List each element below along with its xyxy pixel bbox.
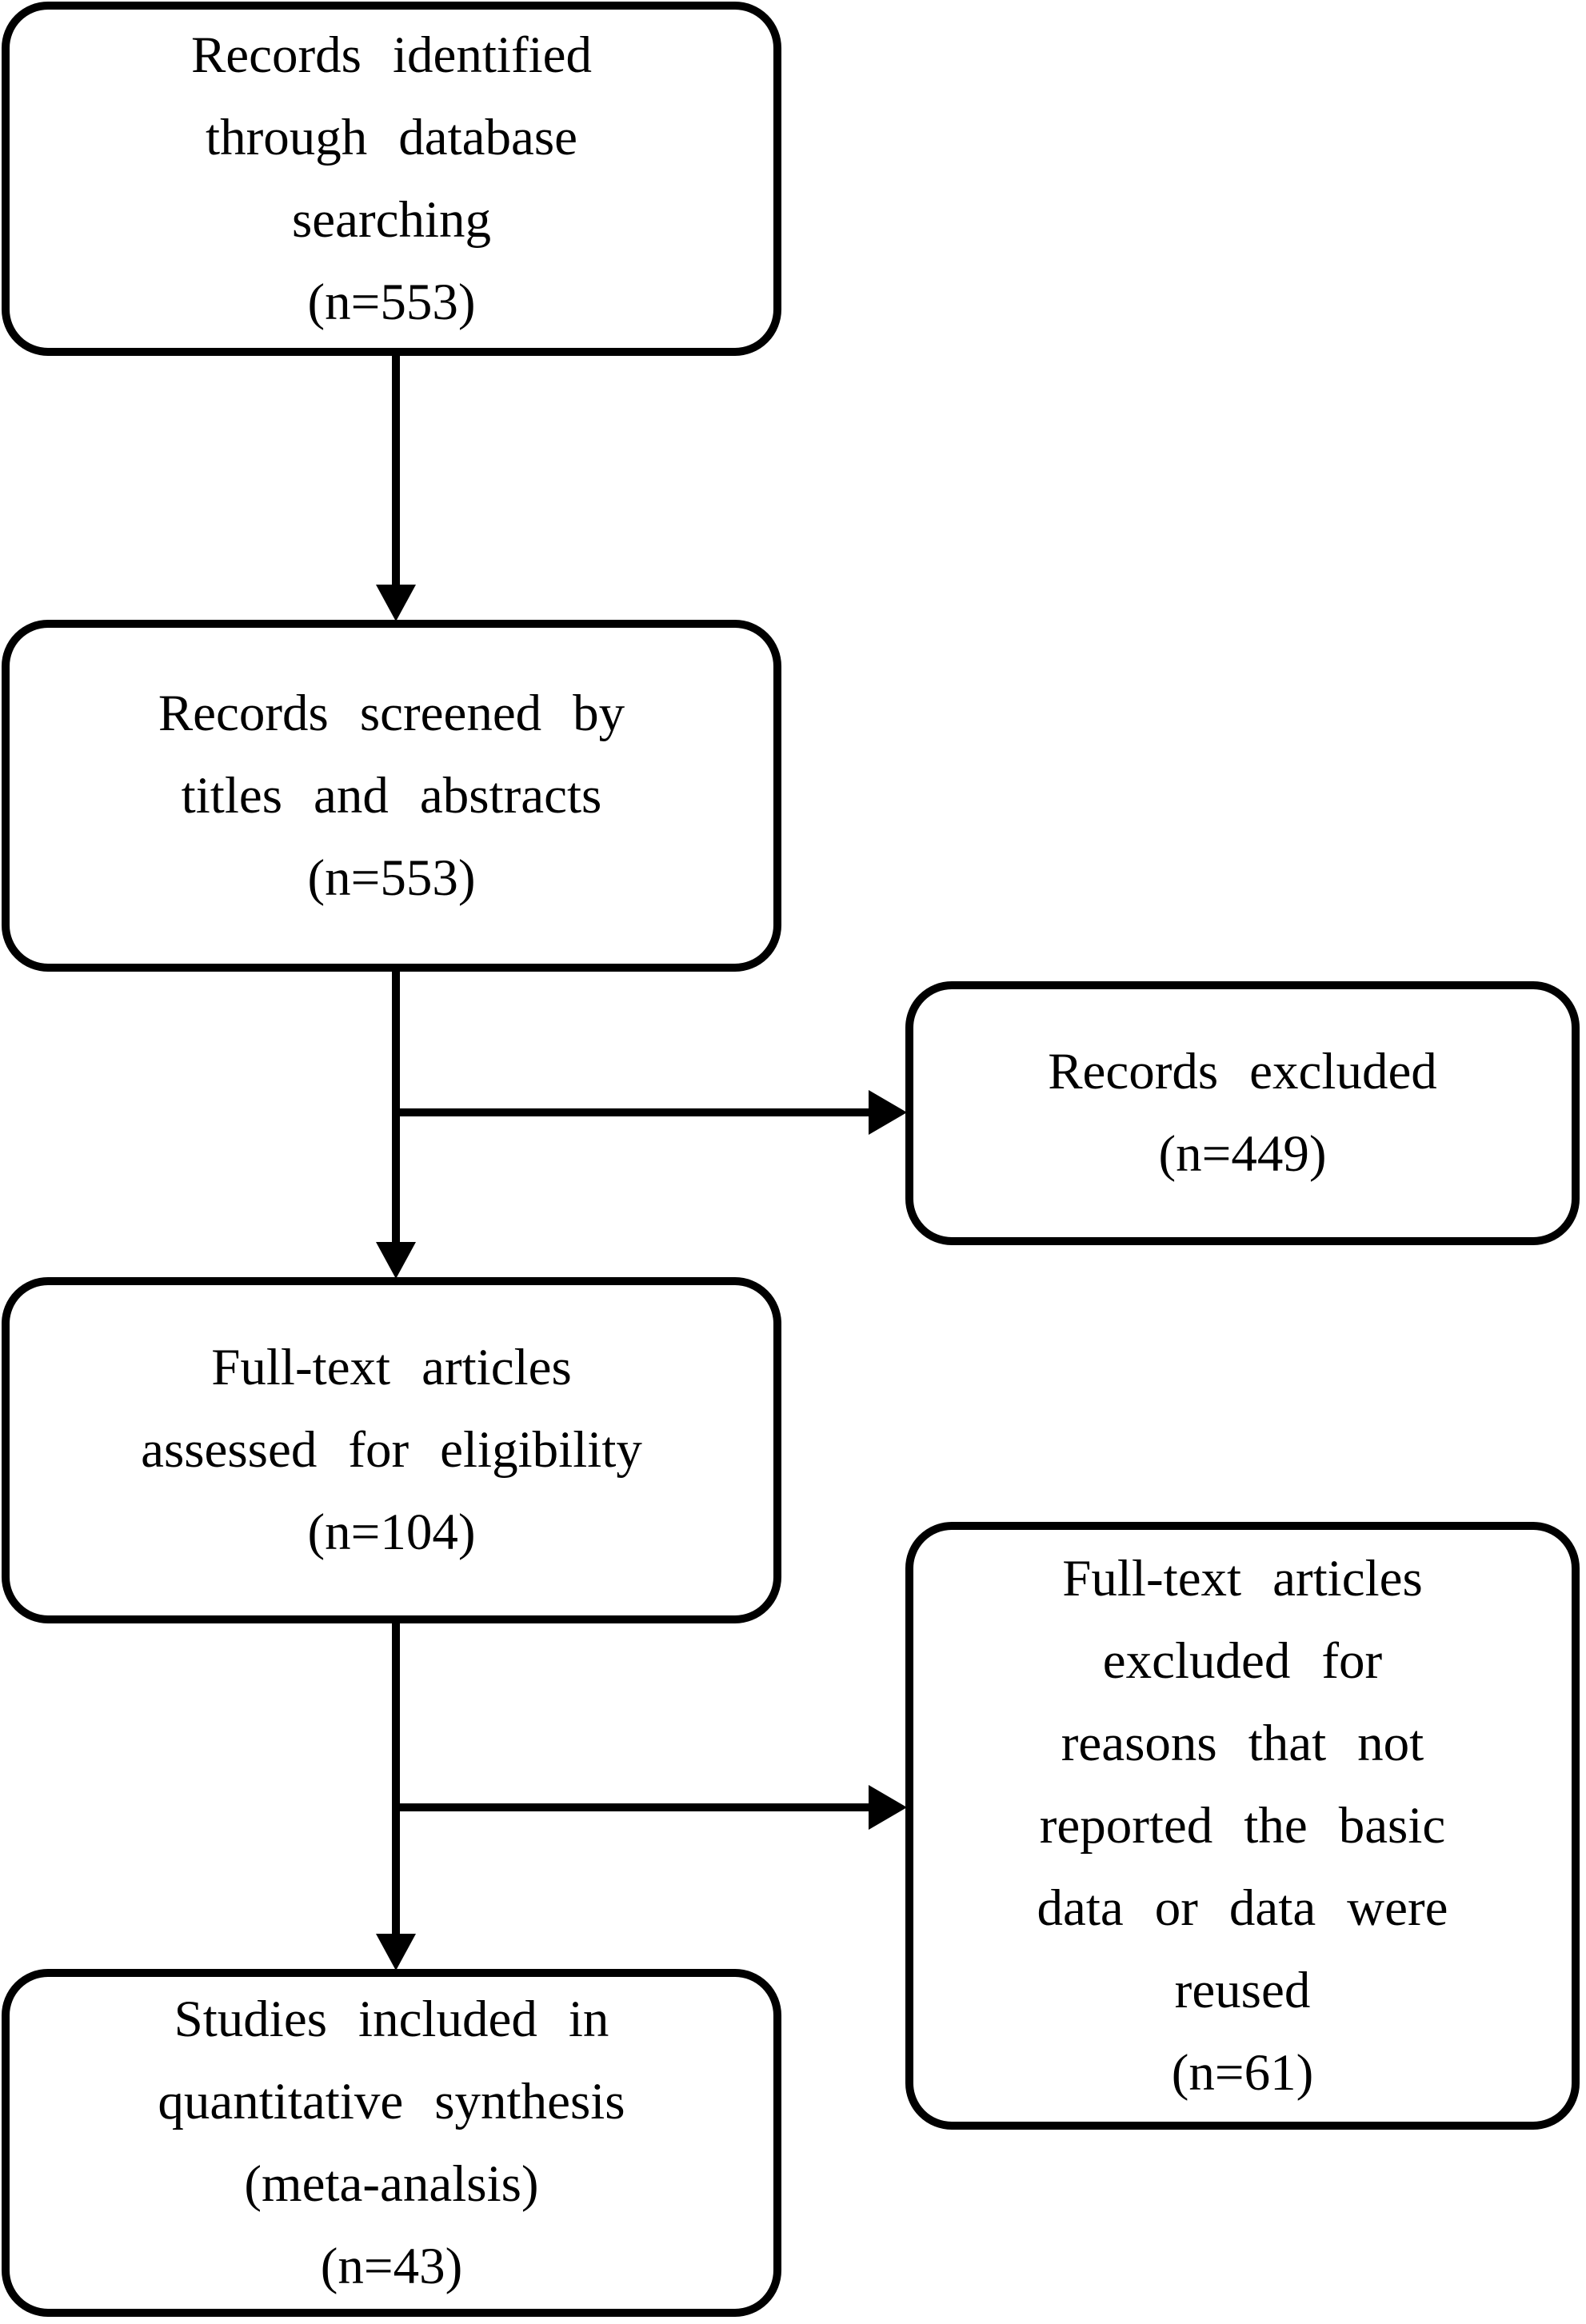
connector-assessed-to-included-line <box>392 1623 400 1935</box>
box-line: searching <box>291 190 492 249</box>
box-line: excluded for <box>1102 1631 1383 1690</box>
box-line: (meta-analsis) <box>244 2154 539 2213</box>
box-count: (n=104) <box>307 1503 476 1561</box>
arrowhead-right <box>869 1785 907 1830</box>
box-count: (n=553) <box>307 273 476 331</box>
box-fulltext-excluded: Full-text articles excluded for reasons … <box>905 1522 1580 2130</box>
box-line: through database <box>206 108 577 166</box>
connector-screened-to-assessed-line <box>392 972 400 1244</box>
box-records-screened: Records screened by titles and abstracts… <box>2 620 781 972</box>
box-line: reported the basic <box>1039 1796 1446 1855</box>
box-line: Full-text articles <box>1062 1549 1423 1607</box>
box-studies-included: Studies included in quantitative synthes… <box>2 1969 781 2317</box>
connector-assessed-to-fulltext-excluded-line <box>394 1803 870 1811</box>
connector-screened-to-excluded-line <box>394 1108 870 1116</box>
box-line: Studies included in <box>174 1990 609 2048</box>
box-records-identified: Records identified through database sear… <box>2 2 781 356</box>
box-line: reasons that not <box>1061 1714 1424 1772</box>
box-fulltext-assessed: Full-text articles assessed for eligibil… <box>2 1277 781 1623</box>
box-line: Full-text articles <box>211 1339 572 1396</box>
box-line: data or data were <box>1037 1879 1448 1937</box>
box-count: (n=449) <box>1158 1125 1327 1183</box>
arrowhead-down <box>376 1242 416 1279</box>
box-line: Records excluded <box>1048 1043 1437 1100</box>
arrowhead-down <box>376 1934 416 1971</box>
box-line: assessed for eligibility <box>141 1421 642 1479</box>
connector-identified-to-screened-line <box>392 356 400 588</box>
box-count: (n=43) <box>320 2237 463 2295</box>
box-line: quantitative synthesis <box>158 2072 625 2130</box>
box-count: (n=553) <box>307 849 476 907</box>
box-line: titles and abstracts <box>181 766 602 825</box>
arrowhead-right <box>869 1090 907 1135</box>
box-line: reused <box>1174 1961 1311 2019</box>
box-count: (n=61) <box>1171 2043 1314 2102</box>
box-line: Records screened by <box>158 684 625 742</box>
box-records-excluded: Records excluded (n=449) <box>905 981 1580 1245</box>
box-line: Records identified <box>190 26 593 84</box>
arrowhead-down <box>376 585 416 621</box>
